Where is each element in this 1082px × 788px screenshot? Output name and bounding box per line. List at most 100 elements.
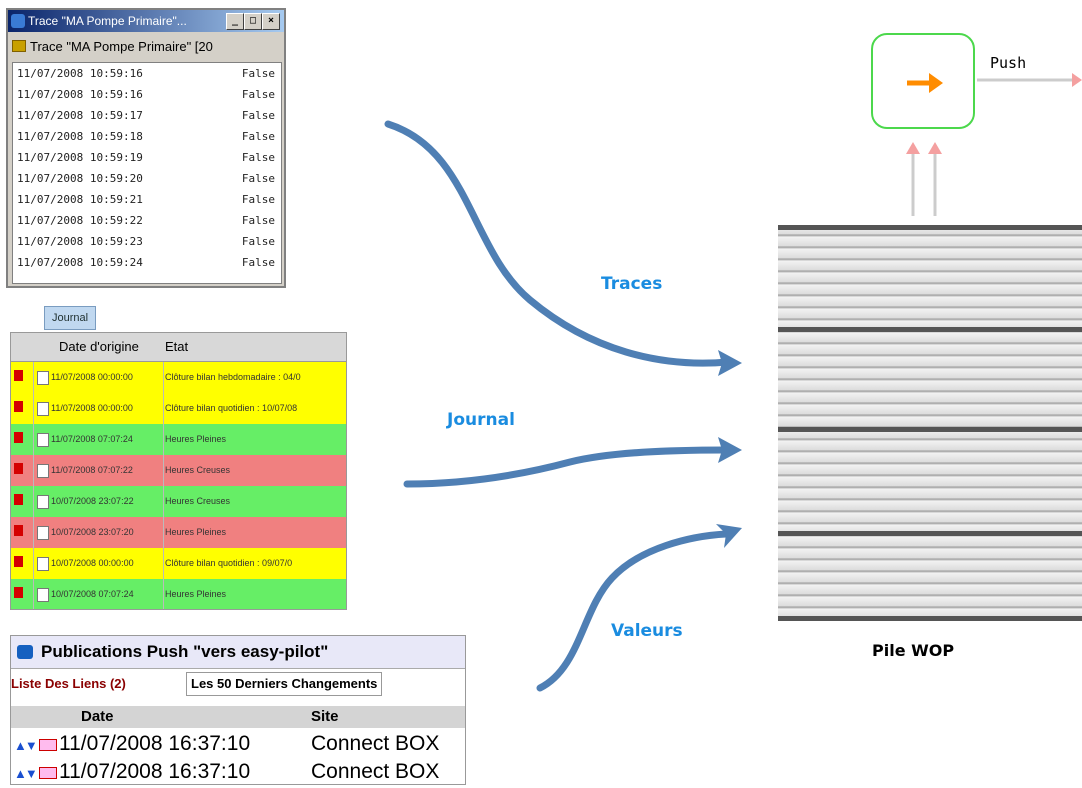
pile-wop-label: Pile WOP	[872, 641, 955, 660]
tab-derniers-changements[interactable]: Les 50 Derniers Changements	[186, 672, 383, 696]
sort-arrows-icon[interactable]: ▲▼	[14, 766, 38, 781]
publications-title: Publications Push "vers easy-pilot"	[11, 636, 465, 669]
journal-tab[interactable]: Journal	[44, 306, 96, 330]
traces-label: Traces	[601, 274, 663, 294]
trace-value: False	[241, 88, 275, 101]
column-divider	[33, 517, 34, 548]
trace-value: False	[241, 214, 275, 227]
journal-etat: Heures Pleines	[165, 434, 227, 444]
column-divider	[163, 548, 164, 579]
journal-header: Date d'origine Etat	[11, 333, 346, 362]
trace-row: 11/07/2008 10:59:24 False	[13, 252, 281, 273]
journal-row[interactable]: 11/07/2008 00:00:00 Clôture bilan hebdoma…	[11, 362, 346, 394]
journal-row[interactable]: 10/07/2008 23:07:22 Heures Creuses	[11, 486, 346, 518]
trace-row: 11/07/2008 10:59:16 False	[13, 84, 281, 105]
journal-etat: Heures Creuses	[165, 496, 231, 506]
close-button[interactable]: ×	[262, 13, 280, 30]
link-icon	[39, 767, 57, 779]
document-icon[interactable]	[37, 464, 49, 478]
publications-title-text: Publications Push "vers easy-pilot"	[41, 642, 329, 661]
document-icon[interactable]	[37, 433, 49, 447]
trace-window-titlebar[interactable]: Trace "MA Pompe Primaire"... _ □ ×	[8, 10, 284, 32]
valeurs-label: Valeurs	[611, 621, 683, 641]
publication-site: Connect BOX	[311, 760, 440, 783]
trace-date: 11/07/2008 10:59:16	[17, 88, 143, 101]
journal-col-etat[interactable]: Etat	[165, 339, 189, 354]
trace-value: False	[241, 256, 275, 269]
column-divider	[33, 424, 34, 455]
trace-window: Trace "MA Pompe Primaire"... _ □ × Trace…	[6, 8, 286, 288]
journal-date: 10/07/2008 07:07:24	[51, 589, 134, 599]
document-icon[interactable]	[37, 402, 49, 416]
publications-tabs: Liste Des Liens (2) Les 50 Derniers Chan…	[11, 670, 465, 698]
sort-arrows-icon[interactable]: ▲▼	[14, 738, 38, 753]
column-divider	[163, 579, 164, 609]
push-out-arrowhead	[1072, 73, 1082, 87]
journal-date: 10/07/2008 23:07:22	[51, 496, 134, 506]
publish-icon	[17, 645, 33, 659]
journal-label: Journal	[447, 410, 515, 430]
journal-date: 11/07/2008 07:07:22	[51, 465, 133, 475]
trace-date: 11/07/2008 10:59:21	[17, 193, 143, 206]
journal-etat: Clôture bilan quotidien : 09/07/0	[165, 558, 293, 568]
journal-etat: Clôture bilan hebdomadaire : 04/0	[165, 372, 301, 382]
app-icon	[11, 14, 25, 28]
trace-subtitle-text: Trace "MA Pompe Primaire" [20	[30, 39, 213, 54]
document-icon[interactable]	[37, 588, 49, 602]
trace-date: 11/07/2008 10:59:24	[17, 256, 143, 269]
trace-value: False	[241, 151, 275, 164]
journal-col-date[interactable]: Date d'origine	[59, 339, 139, 354]
pile-band	[778, 225, 1082, 230]
document-icon[interactable]	[37, 557, 49, 571]
trace-value: False	[241, 67, 275, 80]
flag-icon	[14, 370, 23, 381]
trace-date: 11/07/2008 10:59:17	[17, 109, 143, 122]
column-divider	[163, 455, 164, 486]
flag-icon	[14, 494, 23, 505]
tab-liste-des-liens[interactable]: Liste Des Liens (2)	[11, 676, 126, 691]
flag-icon	[14, 587, 23, 598]
publication-site: Connect BOX	[311, 732, 440, 755]
column-divider	[33, 362, 34, 393]
column-divider	[33, 486, 34, 517]
trace-subtitle: Trace "MA Pompe Primaire" [20	[10, 36, 280, 58]
publications-col-date[interactable]: Date	[81, 708, 114, 725]
trace-value: False	[241, 172, 275, 185]
trace-date: 11/07/2008 10:59:18	[17, 130, 143, 143]
push-node[interactable]	[871, 33, 975, 129]
pile-band	[778, 427, 1082, 432]
orange-arrow-icon	[907, 73, 943, 93]
journal-date: 11/07/2008 00:00:00	[51, 372, 133, 382]
trace-date: 11/07/2008 10:59:23	[17, 235, 143, 248]
trace-date: 11/07/2008 10:59:19	[17, 151, 143, 164]
publications-col-site[interactable]: Site	[311, 708, 339, 725]
push-label: Push	[990, 54, 1027, 72]
publication-row[interactable]: ▲▼ 11/07/2008 16:37:10 Connect BOX	[11, 758, 465, 786]
document-icon[interactable]	[37, 526, 49, 540]
journal-date: 10/07/2008 00:00:00	[51, 558, 134, 568]
maximize-button[interactable]: □	[244, 13, 262, 30]
publication-row[interactable]: ▲▼ 11/07/2008 16:37:10 Connect BOX	[11, 730, 465, 758]
column-divider	[163, 486, 164, 517]
column-divider	[33, 455, 34, 486]
document-icon[interactable]	[37, 495, 49, 509]
minimize-button[interactable]: _	[226, 13, 244, 30]
column-divider	[163, 517, 164, 548]
journal-row[interactable]: 10/07/2008 00:00:00 Clôture bilan quotidi…	[11, 548, 346, 580]
publication-date: 11/07/2008 16:37:10	[59, 732, 251, 755]
trace-window-title: Trace "MA Pompe Primaire"...	[28, 14, 187, 28]
flag-icon	[14, 556, 23, 567]
document-icon[interactable]	[37, 371, 49, 385]
trace-value: False	[241, 193, 275, 206]
column-divider	[163, 424, 164, 455]
